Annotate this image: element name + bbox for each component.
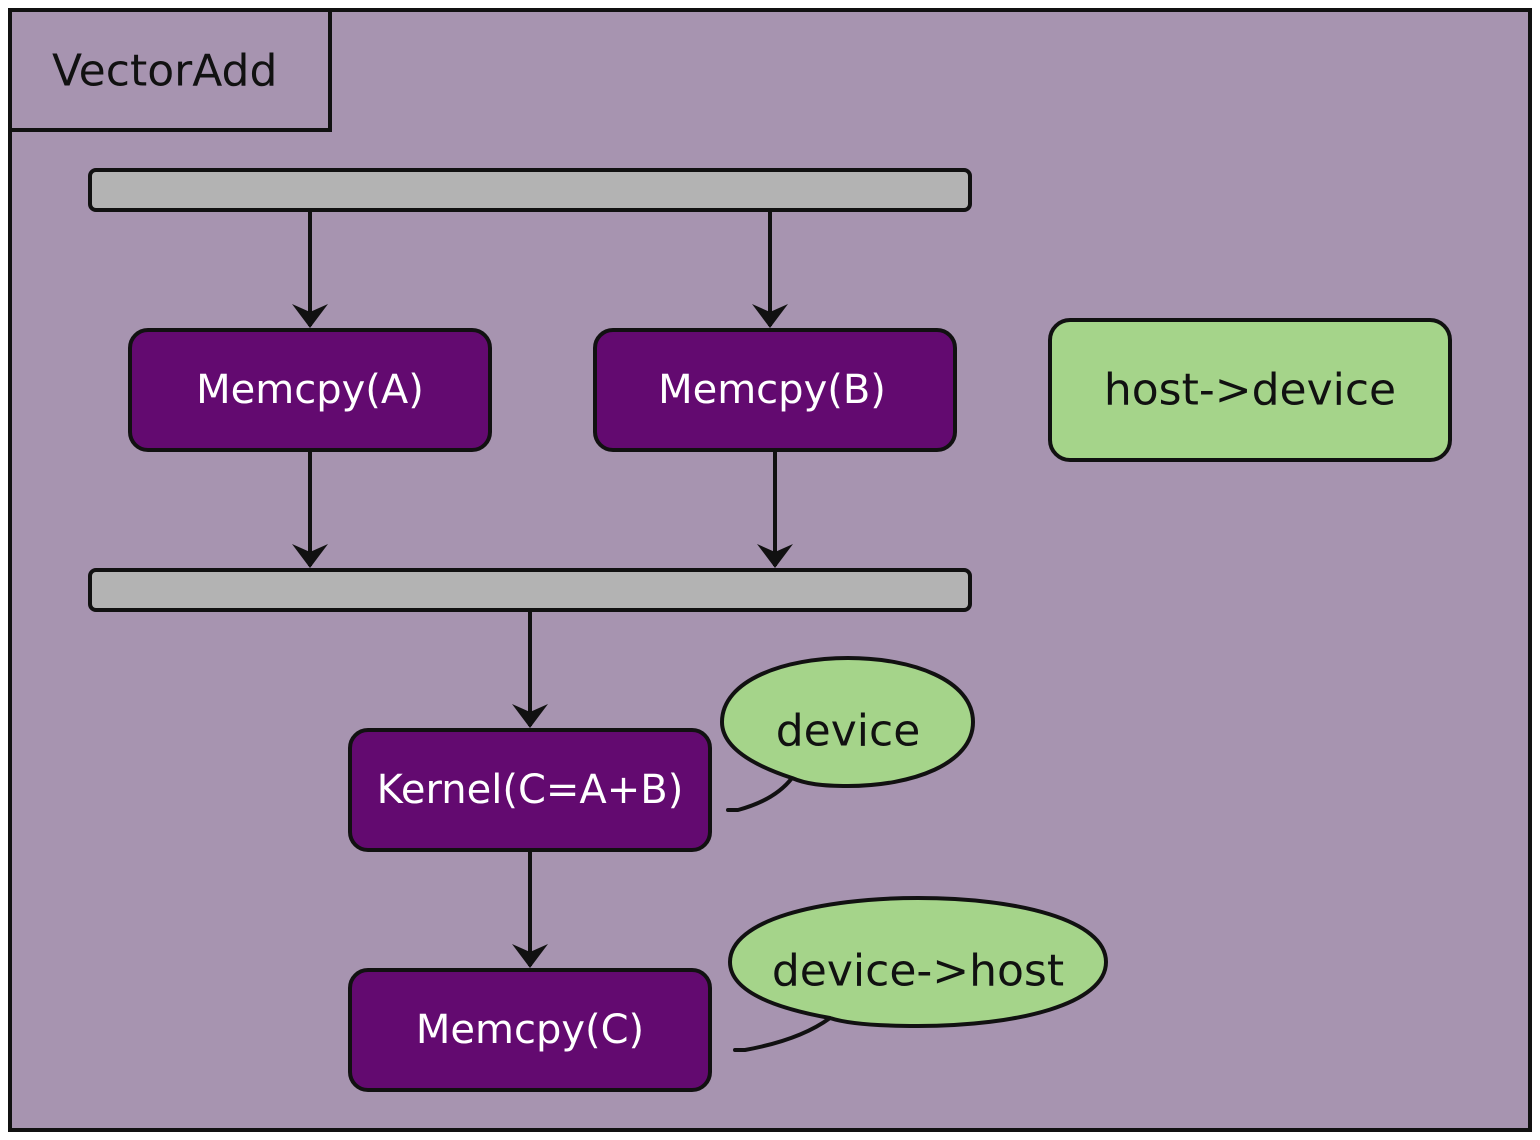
activity-kernel: Kernel(C=A+B) — [348, 728, 712, 852]
memcpy-a-label: Memcpy(A) — [196, 367, 424, 413]
note-device: device — [720, 656, 975, 812]
frame-title-tab: VectorAdd — [10, 8, 332, 132]
activity-memcpy-b: Memcpy(B) — [593, 328, 957, 452]
fork-bar — [88, 168, 972, 212]
activity-memcpy-c: Memcpy(C) — [348, 968, 712, 1092]
frame-title: VectorAdd — [52, 46, 277, 97]
activity-memcpy-a: Memcpy(A) — [128, 328, 492, 452]
note-device-to-host: device->host — [728, 896, 1108, 1052]
note-device-to-host-label: device->host — [772, 946, 1064, 997]
note-host-to-device-label: host->device — [1104, 365, 1396, 416]
note-host-to-device: host->device — [1048, 318, 1452, 462]
note-device-label: device — [776, 706, 921, 757]
memcpy-c-label: Memcpy(C) — [416, 1007, 644, 1053]
join-bar — [88, 568, 972, 612]
kernel-label: Kernel(C=A+B) — [377, 767, 684, 813]
memcpy-b-label: Memcpy(B) — [658, 367, 886, 413]
